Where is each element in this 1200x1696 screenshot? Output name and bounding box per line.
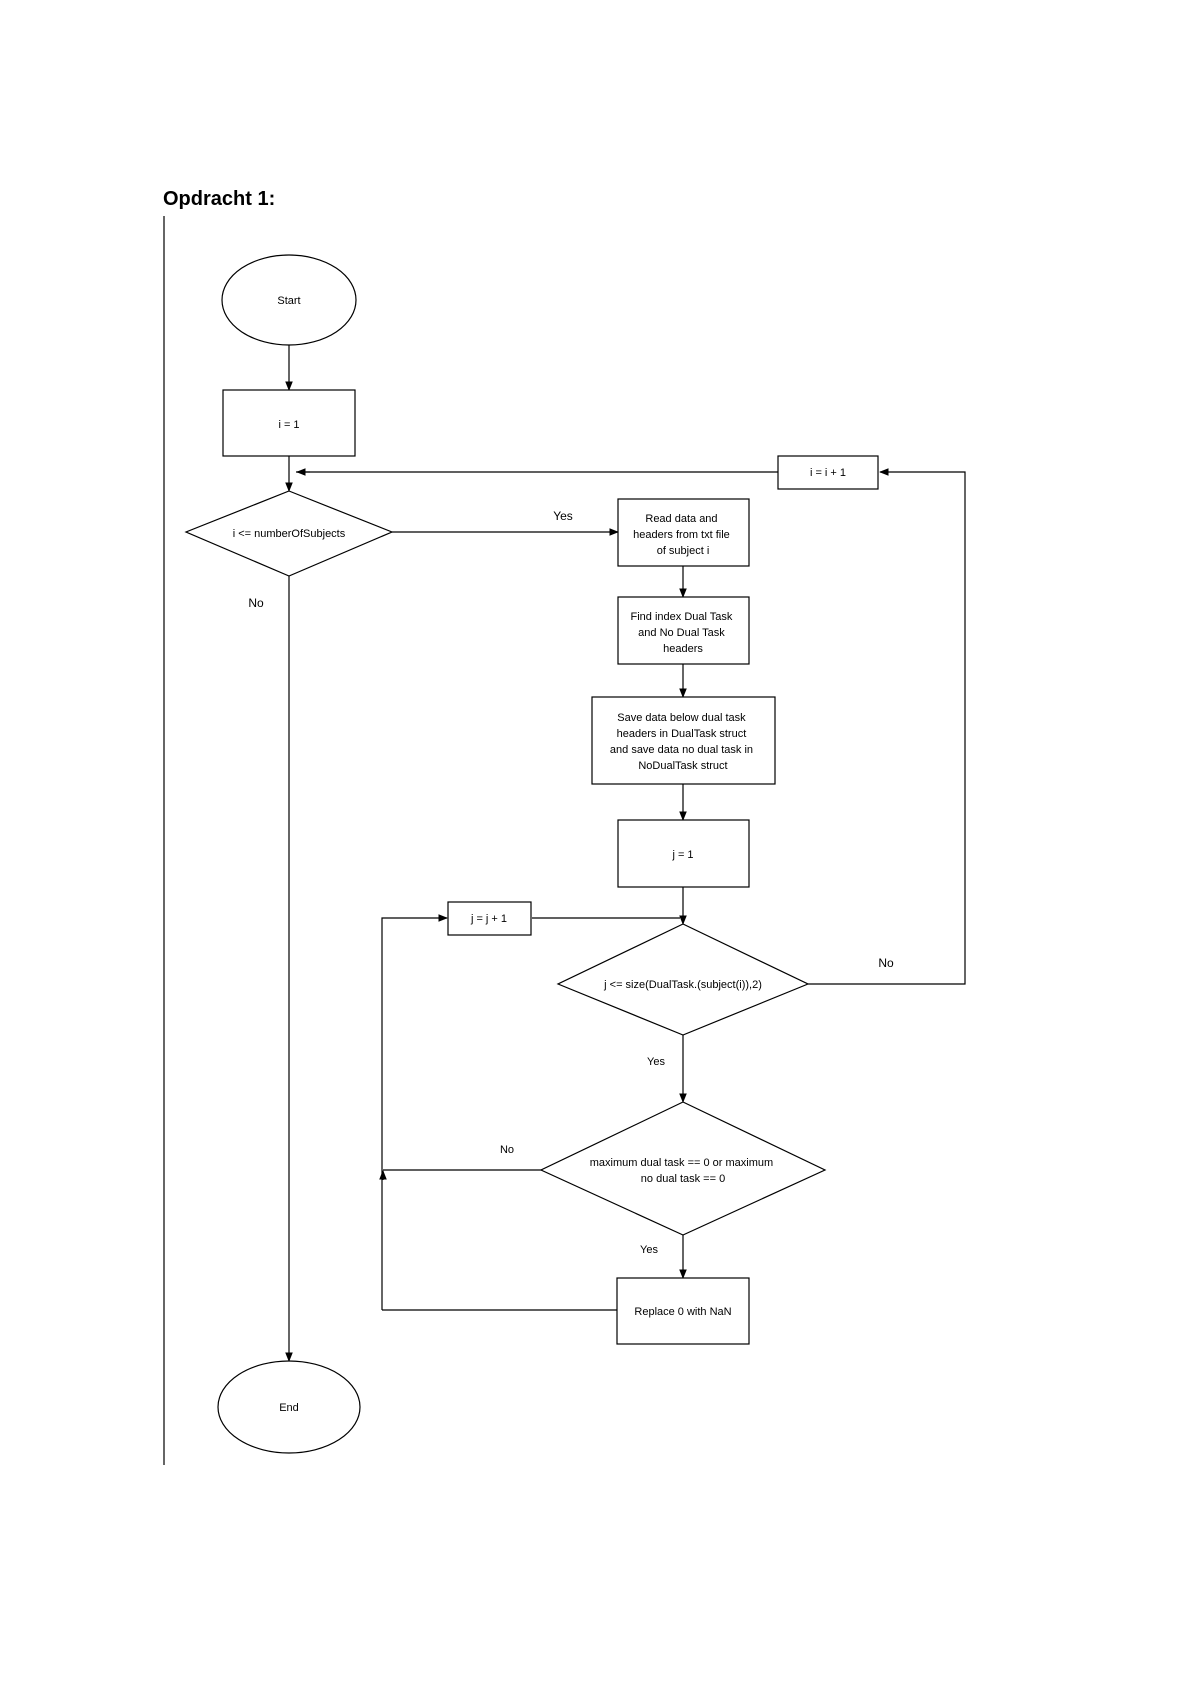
node-find-line-3: headers [663,643,703,655]
node-save [591,696,776,785]
node-read-line-2: headers from txt file [633,529,730,541]
node-cond-j [556,923,810,1036]
node-find-line-2: and No Dual Task [638,627,725,639]
node-read [617,498,750,567]
node-find-line-1: Find index Dual Task [631,611,733,623]
node-read-line-1: Read data and [645,513,717,525]
node-cond-i [184,490,394,577]
node-init-i [222,389,356,457]
node-find-label: Find index Dual Task and No Dual Task he… [631,611,736,655]
node-replace-label: Replace 0 with NaN [634,1306,731,1318]
node-init-j-label: j = 1 [671,849,693,861]
node-init-i-label: i = 1 [278,419,299,431]
node-cond-max-line-2: no dual task == 0 [641,1173,725,1185]
node-find [617,596,750,665]
node-inc-j-label: j = j + 1 [470,913,507,925]
node-init-j [617,819,750,888]
edge-label-cond-i-yes: Yes [553,509,573,523]
node-start [221,254,357,346]
node-save-line-3: and save data no dual task in [610,744,753,756]
node-save-label: Save data below dual task headers in Dua… [610,712,756,772]
node-cond-max-line-1: maximum dual task == 0 or maximum [590,1157,773,1169]
edge-label-cond-i-no: No [248,596,264,610]
node-start-label: Start [277,295,300,307]
edge-loop-j-to-inc-j [381,914,448,1310]
node-save-line-4: NoDualTask struct [638,760,727,772]
page-title: Opdracht 1: [163,188,276,210]
edge-label-cond-max-yes: Yes [640,1244,658,1256]
node-replace [616,1277,750,1345]
edge-label-cond-max-no: No [500,1144,514,1156]
node-end [217,1360,361,1454]
node-read-label: Read data and headers from txt file of s… [633,513,733,557]
edge-cond-j-no [808,468,966,985]
node-cond-j-label: j <= size(DualTask.(subject(i)),2) [603,979,762,991]
node-cond-i-label: i <= numberOfSubjects [233,528,346,540]
node-save-line-1: Save data below dual task [617,712,746,724]
node-end-label: End [279,1402,299,1414]
node-cond-max-label: maximum dual task == 0 or maximum no dua… [590,1157,776,1185]
node-read-line-3: of subject i [657,545,710,557]
edge-label-cond-j-yes: Yes [647,1056,665,1068]
node-inc-j [447,901,532,936]
edge-label-cond-j-no: No [878,956,894,970]
node-inc-i [777,455,879,490]
node-cond-max [539,1101,827,1236]
node-inc-i-label: i = i + 1 [810,467,846,479]
node-save-line-2: headers in DualTask struct [617,728,747,740]
